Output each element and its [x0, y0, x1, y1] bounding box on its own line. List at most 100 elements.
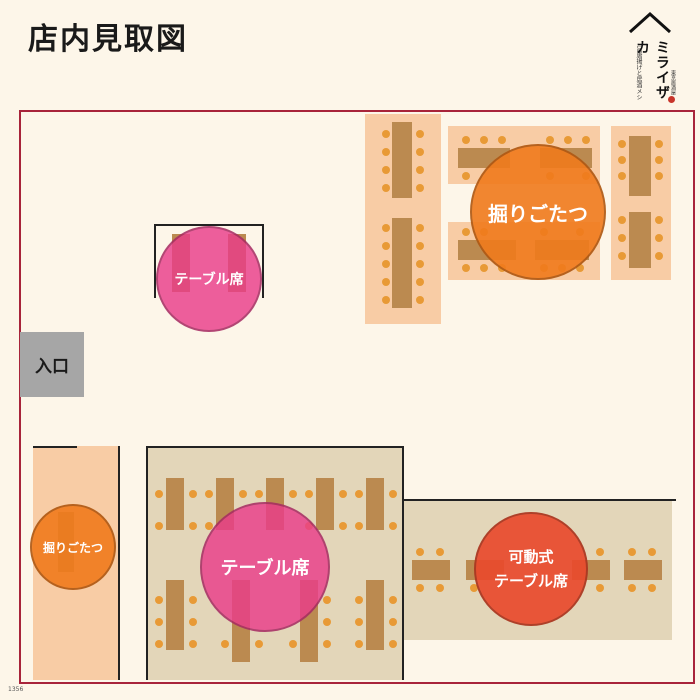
seat: [462, 228, 470, 236]
seat: [155, 490, 163, 498]
seat: [462, 172, 470, 180]
seat: [596, 548, 604, 556]
seat: [648, 548, 656, 556]
seat: [255, 490, 263, 498]
seat: [618, 234, 626, 242]
seat: [389, 618, 397, 626]
seat: [416, 296, 424, 304]
footer-code: 1356: [8, 686, 24, 693]
wall: [402, 446, 404, 680]
seat: [628, 548, 636, 556]
wall: [146, 446, 404, 448]
seat: [323, 640, 331, 648]
wall: [118, 446, 120, 680]
seat: [205, 522, 213, 530]
seat: [628, 584, 636, 592]
seat: [576, 264, 584, 272]
table: [166, 478, 184, 530]
seat: [618, 172, 626, 180]
seat: [382, 166, 390, 174]
seat: [189, 490, 197, 498]
logo-brand: ミライザカ: [634, 40, 670, 100]
seat: [355, 490, 363, 498]
seat: [382, 242, 390, 250]
table: [624, 560, 662, 580]
wall: [154, 224, 156, 298]
movable-label-line1: 可動式: [508, 548, 554, 566]
floor-outline: [19, 110, 695, 684]
table: [316, 478, 334, 530]
seat: [382, 278, 390, 286]
seat: [382, 260, 390, 268]
seat: [221, 640, 229, 648]
seat: [655, 216, 663, 224]
area-label-horigotatsu-top: 掘りごたつ: [470, 144, 606, 280]
logo-seal-icon: [668, 96, 675, 103]
seat: [436, 548, 444, 556]
seat: [416, 242, 424, 250]
seat: [389, 490, 397, 498]
seat: [596, 584, 604, 592]
area-label-movable-table: 可動式 テーブル席: [474, 512, 588, 626]
seat: [289, 490, 297, 498]
seat: [480, 136, 488, 144]
seat: [155, 596, 163, 604]
seat: [618, 156, 626, 164]
seat: [305, 490, 313, 498]
seat: [289, 640, 297, 648]
seat: [655, 252, 663, 260]
seat: [546, 136, 554, 144]
seat: [355, 596, 363, 604]
table: [166, 580, 184, 650]
table: [392, 122, 412, 198]
area-label-table-bottom: テーブル席: [200, 502, 330, 632]
table: [412, 560, 450, 580]
seat: [355, 618, 363, 626]
table: [366, 478, 384, 530]
seat: [416, 224, 424, 232]
seat: [339, 490, 347, 498]
seat: [498, 136, 506, 144]
brand-logo: 旨唐揚げと居酒メシ ミライザカ 東京居酒屋: [628, 10, 694, 103]
seat: [239, 490, 247, 498]
seat: [416, 260, 424, 268]
area-label-table-top: テーブル席: [156, 226, 262, 332]
seat: [255, 640, 263, 648]
seat: [564, 136, 572, 144]
seat: [416, 166, 424, 174]
seat: [389, 640, 397, 648]
seat: [382, 224, 390, 232]
seat: [648, 584, 656, 592]
table: [392, 218, 412, 308]
seat: [655, 234, 663, 242]
page-title: 店内見取図: [28, 22, 188, 57]
seat: [655, 140, 663, 148]
area-label-horigotatsu-left: 掘りごたつ: [30, 504, 116, 590]
seat: [618, 252, 626, 260]
seat: [189, 618, 197, 626]
wall: [154, 224, 264, 226]
seat: [189, 640, 197, 648]
seat: [416, 584, 424, 592]
wall: [404, 499, 676, 501]
table: [629, 136, 651, 196]
seat: [470, 584, 478, 592]
seat: [436, 584, 444, 592]
wall: [262, 224, 264, 298]
wall: [146, 446, 148, 680]
seat: [416, 130, 424, 138]
seat: [382, 296, 390, 304]
seat: [155, 522, 163, 530]
seat: [323, 596, 331, 604]
seat: [189, 522, 197, 530]
seat: [339, 522, 347, 530]
seat: [416, 184, 424, 192]
seat: [155, 618, 163, 626]
wall: [33, 446, 77, 448]
seat: [618, 216, 626, 224]
seat: [462, 136, 470, 144]
seat: [355, 640, 363, 648]
entrance-label: 入口: [20, 332, 84, 397]
seat: [382, 148, 390, 156]
seat: [462, 264, 470, 272]
